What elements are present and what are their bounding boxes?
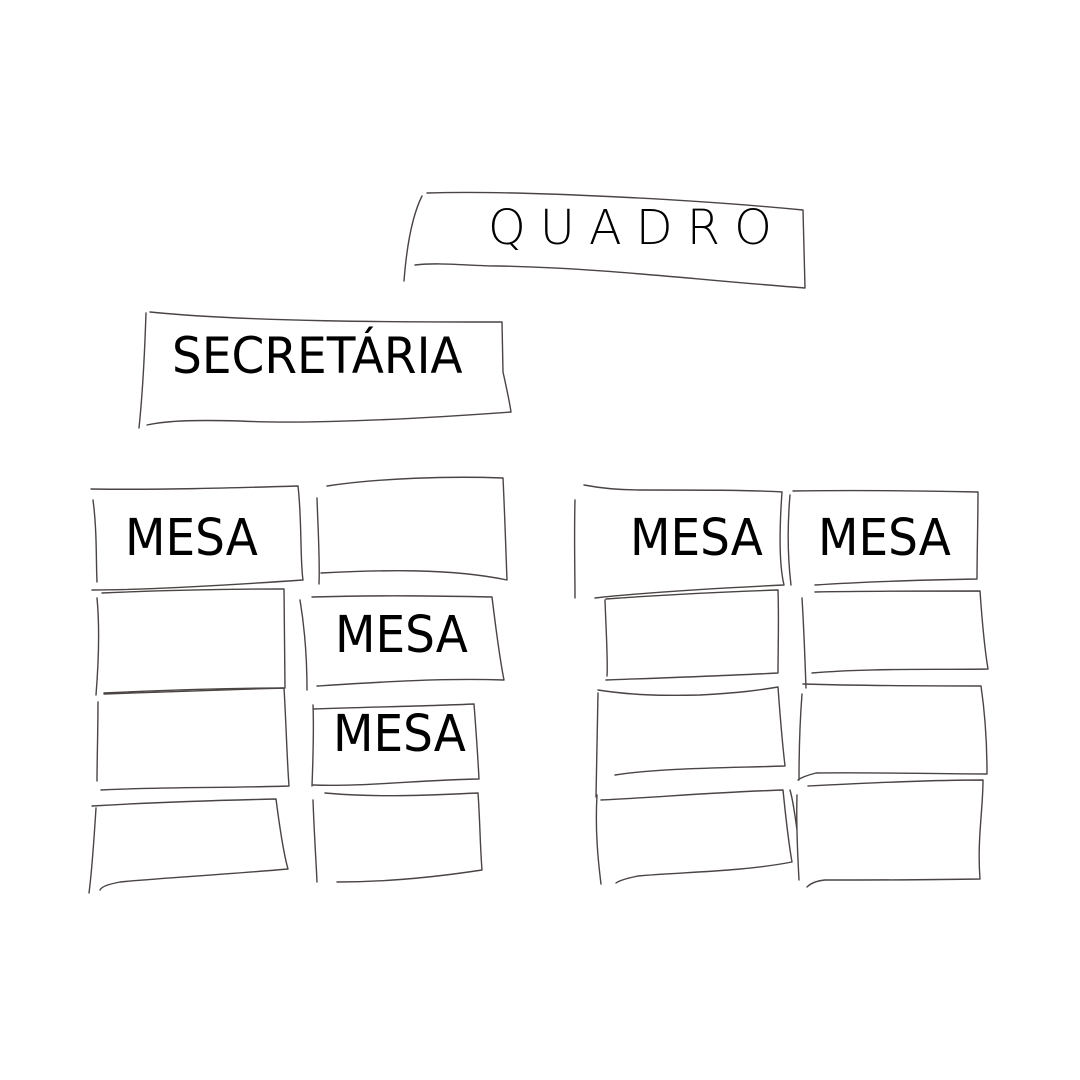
desk-label-left-r1c1: MESA	[125, 509, 258, 568]
desk-box-right-r2c1	[604, 589, 780, 681]
desk-box-left-r4c1	[88, 798, 289, 894]
desk-box-left-r3c1	[96, 687, 290, 791]
desk-box-right-r2c2	[801, 590, 989, 689]
desk-box-left-r4c2	[312, 792, 483, 883]
desk-box-right-r3c1	[595, 686, 786, 798]
desk-label-left-r2c2: MESA	[335, 606, 468, 665]
desk-box-left-r3c2	[311, 703, 480, 787]
secretary-box	[138, 311, 512, 429]
desk-box-right-r1c2	[787, 489, 979, 586]
desk-box-right-r1c1	[573, 484, 785, 599]
desk-box-right-r4c1	[595, 789, 793, 885]
desk-box-left-r1c1	[90, 485, 304, 591]
desk-box-left-r2c1	[95, 588, 286, 696]
desk-label-left-r3c2: MESA	[333, 705, 466, 764]
secretary-label: SECRETÁRIA	[172, 327, 463, 385]
board-label: QUADRO	[488, 200, 786, 256]
desk-box-right-r4c2	[789, 779, 984, 888]
desk-box-left-r1c2	[316, 476, 508, 585]
desk-box-right-r3c2	[797, 683, 988, 781]
desk-label-right-r1c1: MESA	[630, 509, 763, 568]
desk-box-left-r2c2	[299, 595, 505, 691]
desk-label-right-r1c2: MESA	[818, 509, 951, 568]
board-box	[403, 191, 806, 289]
